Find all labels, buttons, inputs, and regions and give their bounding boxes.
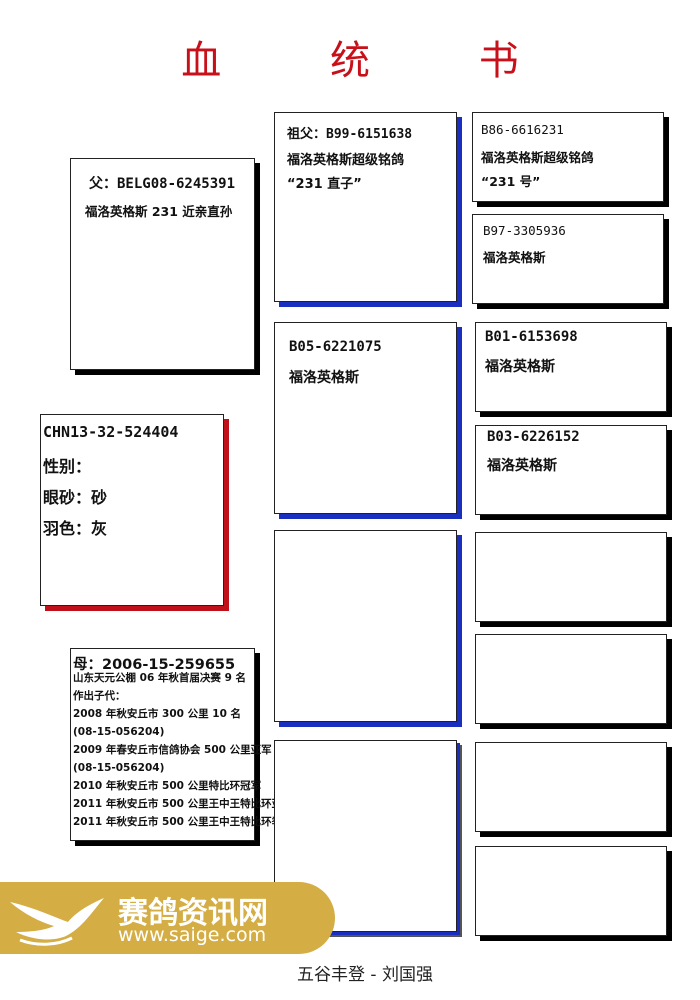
watermark-title: 赛鸽资讯网: [118, 896, 268, 931]
sex-row: 性别：: [43, 453, 91, 477]
grandsire-ring: 祖父：B99-6151638: [287, 127, 413, 142]
dam-record: 2011 年秋安丘市 500 公里王中王特比环亚军: [73, 798, 293, 810]
sire-card: 父：BELG08-6245391 福洛英格斯 231 近亲直孙: [70, 158, 255, 370]
granddam-paternal-card: B05-6221075 福洛英格斯: [274, 322, 457, 514]
gg1-line2: “231 号”: [481, 174, 541, 189]
sex-label: 性别：: [43, 457, 92, 476]
great-grandparent-card: B03-6226152 福洛英格斯: [475, 425, 667, 515]
granddam-line1: 福洛英格斯: [289, 370, 359, 386]
watermark-url: www.saige.com: [118, 924, 267, 946]
dam-record: (08-15-056204): [73, 762, 165, 774]
gg3-line1: 福洛英格斯: [485, 359, 555, 375]
pigeon-card: CHN13-32-524404 性别： 眼砂：砂 羽色：灰: [40, 414, 224, 606]
gg3-ring: B01-6153698: [485, 329, 578, 345]
eye-value: 砂: [91, 488, 108, 507]
page-title: 血 统 书: [181, 38, 567, 84]
pigeon-ring: CHN13-32-524404: [43, 423, 179, 441]
dam-records: 山东天元公棚 06 年秋首届决赛 9 名 作出子代： 2008 年秋安丘市 30…: [73, 669, 293, 831]
sire-ring: 父：BELG08-6245391: [89, 176, 236, 192]
watermark-banner: 赛鸽资讯网 www.saige.com: [0, 882, 335, 954]
granddam-ring: B05-6221075: [289, 339, 382, 355]
gg1-ring: B86-6616231: [481, 122, 564, 137]
grandparent-card-empty: [274, 530, 457, 722]
dam-record: (08-15-056204): [73, 726, 165, 738]
gg2-line1: 福洛英格斯: [483, 250, 546, 265]
color-label: 羽色：: [43, 519, 92, 538]
dam-record: 作出子代：: [73, 690, 126, 702]
pigeon-logo-icon: [10, 898, 104, 946]
dam-ring: 母：2006-15-259655: [73, 657, 236, 673]
color-value: 灰: [91, 519, 108, 538]
dam-record: 山东天元公棚 06 年秋首届决赛 9 名: [73, 672, 247, 684]
great-grandparent-card-empty: [475, 846, 667, 936]
great-grandparent-card: B01-6153698 福洛英格斯: [475, 322, 667, 412]
great-grandparent-card-empty: [475, 532, 667, 622]
great-grandparent-card: B86-6616231 福洛英格斯超级铭鸽 “231 号”: [472, 112, 664, 202]
great-grandparent-card-empty: [475, 634, 667, 724]
color-row: 羽色：灰: [43, 515, 107, 539]
dam-card: 母：2006-15-259655 山东天元公棚 06 年秋首届决赛 9 名 作出…: [70, 648, 293, 841]
dam-record: 2008 年秋安丘市 300 公里 10 名: [73, 708, 242, 720]
grandsire-paternal-card: 祖父：B99-6151638 福洛英格斯超级铭鸽 “231 直子”: [274, 112, 457, 302]
grandsire-line2: “231 直子”: [287, 177, 362, 192]
eye-label: 眼砂：: [43, 488, 92, 507]
grandsire-line1: 福洛英格斯超级铭鸽: [287, 153, 405, 168]
great-grandparent-card-empty: [475, 742, 667, 832]
dam-record: 2009 年春安丘市信鸽协会 500 公里亚军: [73, 744, 272, 756]
gg2-ring: B97-3305936: [483, 223, 566, 238]
great-grandparent-card: B97-3305936 福洛英格斯: [472, 214, 664, 304]
dam-record: 2010 年秋安丘市 500 公里特比环冠军: [73, 780, 262, 792]
sire-desc: 福洛英格斯 231 近亲直孙: [85, 204, 233, 219]
gg1-line1: 福洛英格斯超级铭鸽: [481, 150, 594, 165]
gg4-ring: B03-6226152: [487, 429, 580, 445]
footer-caption: 五谷丰登 - 刘国强: [297, 965, 433, 985]
dam-record: 2011 年秋安丘市 500 公里王中王特比环季军: [73, 816, 293, 828]
gg4-line1: 福洛英格斯: [487, 458, 557, 474]
eye-row: 眼砂：砂: [43, 484, 107, 508]
